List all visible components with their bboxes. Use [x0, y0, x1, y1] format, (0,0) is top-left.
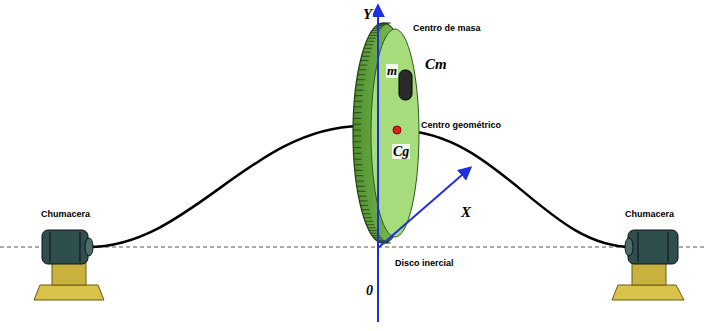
axis-label: X: [460, 204, 472, 221]
knurl-stroke: [375, 239, 383, 240]
knurl-stroke: [365, 44, 373, 45]
part-label: Chumacera: [624, 210, 675, 220]
knurl-stroke: [354, 159, 362, 160]
shaft: [397, 130, 632, 247]
knurl-stroke: [369, 230, 377, 231]
knurl-stroke: [360, 205, 368, 206]
knurl-stroke: [357, 186, 365, 187]
knurl-stroke: [362, 56, 370, 57]
knurl-stroke: [369, 35, 377, 36]
knurl-stroke: [354, 112, 362, 113]
knurl-stroke: [353, 130, 361, 131]
knurl-stroke: [365, 221, 373, 222]
knurl-stroke: [366, 224, 374, 225]
knurl-stroke: [357, 79, 365, 80]
knurl-stroke: [353, 124, 361, 125]
callout-label: Centro geométrico: [420, 121, 502, 131]
knurl-stroke: [366, 41, 374, 42]
x-axis: [378, 168, 470, 248]
knurl-stroke: [368, 227, 376, 228]
point-label: Cm: [424, 56, 448, 73]
knurl-stroke: [353, 147, 361, 148]
knurl-stroke: [358, 69, 366, 70]
bearing: [34, 230, 104, 300]
bearing: [612, 230, 684, 300]
axis-label: Y: [362, 6, 373, 23]
knurl-stroke: [356, 84, 364, 85]
knurl-stroke: [355, 170, 363, 171]
knurl-stroke: [354, 153, 362, 154]
part-label: Disco inercial: [394, 259, 455, 269]
callout-label: Centro de masa: [412, 24, 482, 34]
knurl-stroke: [375, 26, 383, 27]
mass-label: m: [386, 64, 398, 78]
knurl-stroke: [356, 181, 364, 182]
knurl-stroke: [355, 95, 363, 96]
origin-label: 0: [365, 283, 374, 298]
knurl-stroke: [355, 90, 363, 91]
knurl-stroke: [362, 209, 370, 210]
unbalance-mass: [399, 70, 412, 100]
knurl-stroke: [364, 48, 372, 49]
knurl-stroke: [355, 175, 363, 176]
knurl-stroke: [358, 196, 366, 197]
knurl-stroke: [359, 200, 367, 201]
knurl-stroke: [358, 74, 366, 75]
knurl-stroke: [353, 118, 361, 119]
knurl-stroke: [353, 135, 361, 136]
knurl-stroke: [363, 213, 371, 214]
knurl-stroke: [353, 141, 361, 142]
knurl-stroke: [359, 65, 367, 66]
shaft: [88, 126, 360, 247]
knurl-stroke: [363, 52, 371, 53]
knurl-stroke: [354, 106, 362, 107]
knurl-stroke: [360, 60, 368, 61]
knurl-stroke: [354, 101, 362, 102]
geometric-center: [393, 126, 401, 134]
knurl-stroke: [364, 217, 372, 218]
y-axis: [377, 6, 379, 322]
knurl-stroke: [368, 38, 376, 39]
knurl-stroke: [354, 164, 362, 165]
knurl-stroke: [378, 24, 386, 25]
knurl-stroke: [358, 191, 366, 192]
point-label: Cg: [392, 144, 410, 159]
knurl-stroke: [380, 23, 388, 24]
part-label: Chumacera: [40, 210, 91, 220]
